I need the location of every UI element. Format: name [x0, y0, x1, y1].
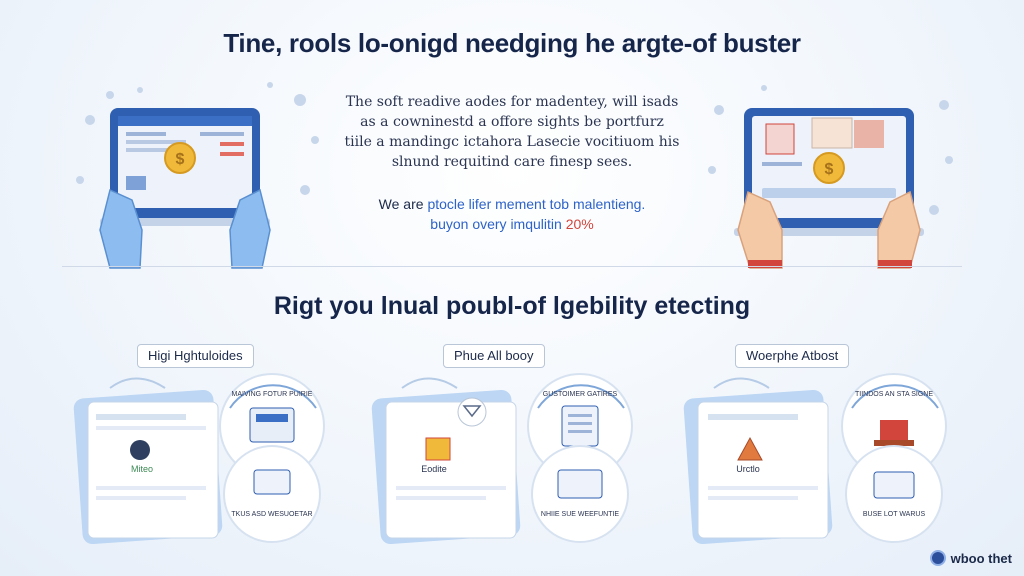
- column-label-1[interactable]: Higi Hghtuloides: [137, 344, 254, 368]
- column-1-illustration: Miteo MAIVING FOTUR PUIRIE TKUS ASD WESU…: [73, 373, 325, 545]
- ring-bottom-label: NHIIE SUE WEEFUNTIE: [541, 511, 620, 518]
- promo-percent: 20%: [565, 216, 594, 232]
- column-label-2[interactable]: Phue All booy: [443, 344, 545, 368]
- section-title: Rigt you lnual poubl-of lgebility etecti…: [273, 292, 751, 320]
- ring-bottom-label: TKUS ASD WESUOETAR: [231, 511, 312, 518]
- svg-text:$: $: [825, 161, 834, 178]
- card-tag: Eodite: [421, 464, 447, 474]
- promo-prefix: We are: [378, 196, 424, 212]
- ring-top-label: TIINDOS AN STA SIGNE: [855, 391, 933, 398]
- ring-top-label: MAIVING FOTUR PUIRIE: [232, 391, 313, 398]
- brand-footer: wboo thet: [929, 550, 1012, 566]
- section-divider: [62, 266, 962, 267]
- page-title: Tine, rools lo-onigd needging he argte-o…: [223, 28, 801, 58]
- brand-name: wboo thet: [950, 550, 1012, 566]
- ring-top-label: GUSTOIMER GATIRES: [543, 391, 618, 398]
- ring-bottom-label: BUSE LOT WARUS: [863, 511, 926, 518]
- promo-highlight: ptocle lifer mement tob malentieng.: [427, 196, 646, 212]
- left-hero-illustration: $: [76, 82, 319, 269]
- intro-line: as a cowninestd a offore sights be portf…: [360, 114, 664, 130]
- intro-line: The soft readive aodes for madentey, wil…: [345, 94, 679, 110]
- intro-line: slnund requitind care finesp sees.: [391, 154, 633, 170]
- promo-text: We are ptocle lifer mement tob malentien…: [330, 194, 694, 234]
- column-3-illustration: Urctlo TIINDOS AN STA SIGNE BUSE LOT WAR…: [683, 373, 947, 545]
- globe-icon: [929, 550, 946, 566]
- right-hero-illustration: $: [708, 85, 953, 269]
- svg-text:$: $: [176, 151, 185, 168]
- column-label-3[interactable]: Woerphe Atbost: [735, 344, 850, 368]
- intro-text: The soft readive aodes for madentey, wil…: [330, 92, 694, 172]
- column-2-illustration: Eodite GUSTOIMER GATIRES NHIIE SUE WEEFU…: [371, 373, 633, 545]
- card-tag: Urctlo: [736, 464, 760, 474]
- card-tag: Miteo: [131, 464, 153, 474]
- intro-line: tiile a mandingc ictahora Lasecie vociti…: [344, 134, 680, 150]
- promo-line2: buyon overy imqulitin: [430, 216, 562, 232]
